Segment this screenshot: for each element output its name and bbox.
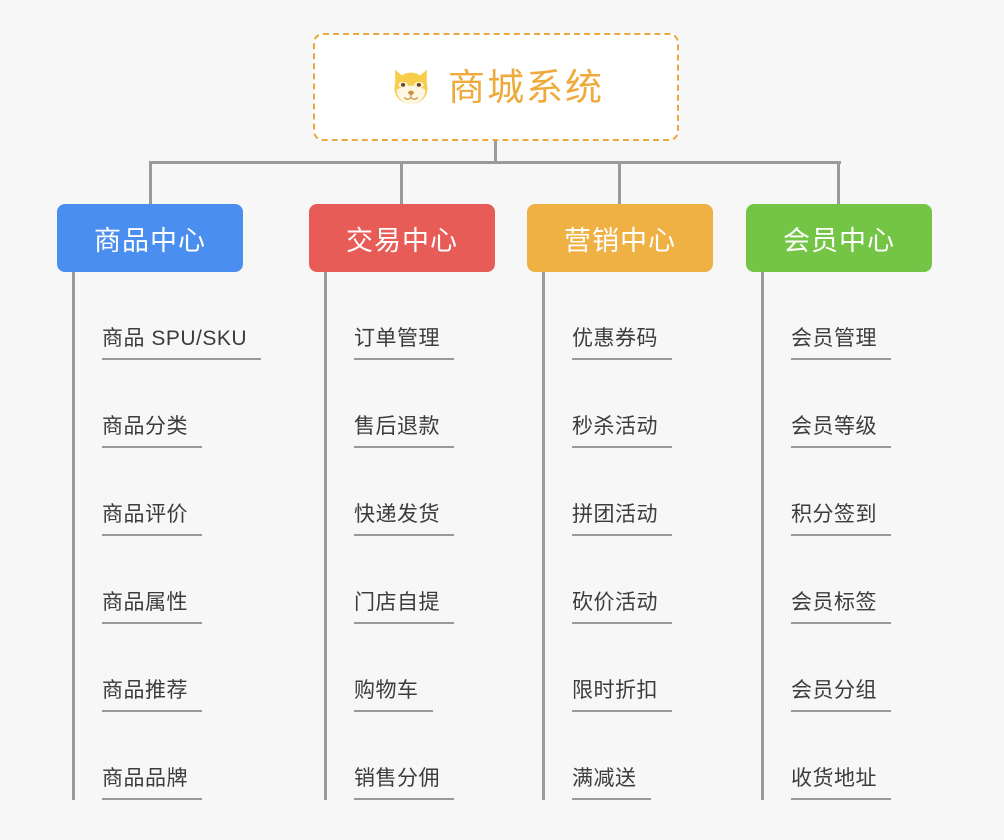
category-label: 营销中心: [564, 225, 676, 256]
leaf-label: 销售分佣: [354, 768, 454, 800]
list-item[interactable]: 订单管理: [324, 272, 554, 360]
leaf-label: 商品属性: [102, 592, 202, 624]
shiba-dog-face-icon: [388, 64, 434, 110]
category-label: 商品中心: [94, 225, 206, 256]
list-item[interactable]: 商品品牌: [72, 712, 302, 800]
connector-spine-1: [72, 272, 75, 800]
leaf-label: 积分签到: [791, 504, 891, 536]
category-box-marketing-center[interactable]: 营销中心: [527, 204, 713, 272]
leaf-label: 限时折扣: [572, 680, 672, 712]
leaf-column-marketing-center: 优惠券码 秒杀活动 拼团活动 砍价活动 限时折扣 满减送: [542, 272, 772, 800]
leaf-label: 满减送: [572, 768, 651, 800]
list-item[interactable]: 砍价活动: [542, 536, 772, 624]
list-item[interactable]: 商品属性: [72, 536, 302, 624]
leaf-column-member-center: 会员管理 会员等级 积分签到 会员标签 会员分组 收货地址: [761, 272, 991, 800]
leaf-label: 会员分组: [791, 680, 891, 712]
leaf-label: 商品品牌: [102, 768, 202, 800]
leaf-label: 收货地址: [791, 768, 891, 800]
leaf-label: 会员管理: [791, 328, 891, 360]
list-item[interactable]: 会员管理: [761, 272, 991, 360]
category-label: 交易中心: [346, 225, 458, 256]
connector-spine-4: [761, 272, 764, 800]
category-box-product-center[interactable]: 商品中心: [57, 204, 243, 272]
leaf-label: 售后退款: [354, 416, 454, 448]
list-item[interactable]: 限时折扣: [542, 624, 772, 712]
root-title: 商城系统: [448, 66, 604, 108]
leaf-label: 优惠券码: [572, 328, 672, 360]
list-item[interactable]: 收货地址: [761, 712, 991, 800]
list-item[interactable]: 会员等级: [761, 360, 991, 448]
leaf-label: 拼团活动: [572, 504, 672, 536]
list-item[interactable]: 积分签到: [761, 448, 991, 536]
list-item[interactable]: 商品评价: [72, 448, 302, 536]
list-item[interactable]: 秒杀活动: [542, 360, 772, 448]
leaf-label: 商品 SPU/SKU: [102, 328, 262, 360]
connector-drop-2: [400, 161, 403, 204]
list-item[interactable]: 拼团活动: [542, 448, 772, 536]
list-item[interactable]: 门店自提: [324, 536, 554, 624]
leaf-label: 快递发货: [354, 504, 454, 536]
leaf-label: 会员等级: [791, 416, 891, 448]
root-node-mall-system[interactable]: 商城系统: [313, 33, 679, 141]
leaf-label: 会员标签: [791, 592, 891, 624]
connector-drop-1: [149, 161, 152, 204]
list-item[interactable]: 会员标签: [761, 536, 991, 624]
leaf-label: 商品分类: [102, 416, 202, 448]
list-item[interactable]: 满减送: [542, 712, 772, 800]
connector-spine-2: [324, 272, 327, 800]
leaf-label: 商品推荐: [102, 680, 202, 712]
list-item[interactable]: 售后退款: [324, 360, 554, 448]
leaf-label: 砍价活动: [572, 592, 672, 624]
list-item[interactable]: 商品分类: [72, 360, 302, 448]
connector-drop-4: [837, 161, 840, 204]
list-item[interactable]: 销售分佣: [324, 712, 554, 800]
connector-drop-3: [618, 161, 621, 204]
category-label: 会员中心: [783, 225, 895, 256]
list-item[interactable]: 商品推荐: [72, 624, 302, 712]
list-item[interactable]: 商品 SPU/SKU: [72, 272, 302, 360]
leaf-column-product-center: 商品 SPU/SKU 商品分类 商品评价 商品属性 商品推荐 商品品牌: [72, 272, 302, 800]
category-box-member-center[interactable]: 会员中心: [746, 204, 932, 272]
connector-root-stem: [494, 141, 497, 164]
list-item[interactable]: 购物车: [324, 624, 554, 712]
leaf-label: 订单管理: [354, 328, 454, 360]
leaf-label: 门店自提: [354, 592, 454, 624]
leaf-label: 购物车: [354, 680, 433, 712]
leaf-column-trade-center: 订单管理 售后退款 快递发货 门店自提 购物车 销售分佣: [324, 272, 554, 800]
list-item[interactable]: 优惠券码: [542, 272, 772, 360]
category-box-trade-center[interactable]: 交易中心: [309, 204, 495, 272]
list-item[interactable]: 会员分组: [761, 624, 991, 712]
connector-spine-3: [542, 272, 545, 800]
list-item[interactable]: 快递发货: [324, 448, 554, 536]
connector-horizontal-bus: [150, 161, 841, 164]
leaf-label: 商品评价: [102, 504, 202, 536]
leaf-label: 秒杀活动: [572, 416, 672, 448]
